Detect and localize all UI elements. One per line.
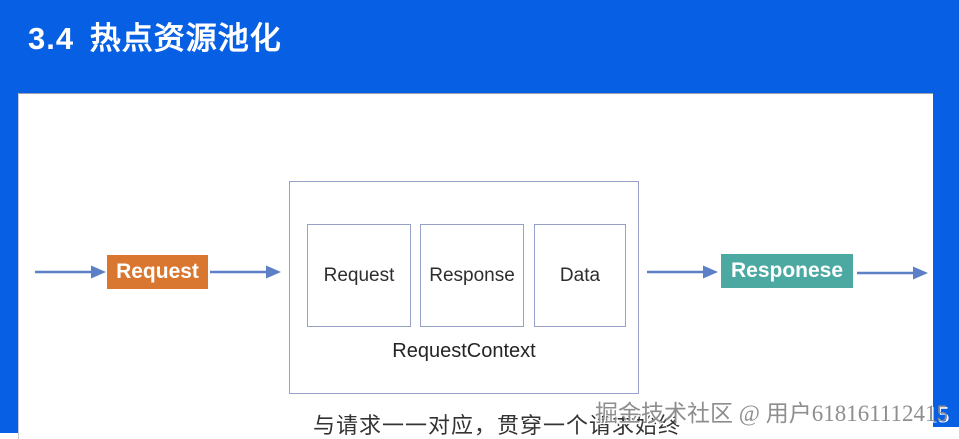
slide-content: Request Request Response Data RequestCon… — [18, 93, 933, 439]
header-bar — [0, 0, 959, 93]
flow-arrow-icon — [647, 264, 719, 280]
flow-arrow-icon — [35, 264, 107, 280]
watermark: 掘金技术社区 @ 用户618161112415 — [595, 401, 948, 426]
response-node-label: Responese — [730, 259, 844, 282]
request-node: Request — [107, 255, 208, 289]
request-node-label: Request — [116, 260, 199, 283]
left-frame-strip — [0, 93, 18, 433]
response-node: Responese — [721, 254, 853, 288]
context-box-request-label: Request — [323, 264, 395, 286]
context-box-data-label: Data — [559, 264, 601, 286]
page-title: 3.4 热点资源池化 — [28, 21, 282, 56]
context-box-response-label: Response — [429, 264, 515, 286]
context-box-request: Request — [307, 224, 411, 327]
flow-arrow-icon — [210, 264, 282, 280]
request-context-container: Request Response Data RequestContext — [289, 181, 639, 394]
right-frame-strip — [933, 93, 959, 427]
diagram-caption: 与请求一一对应，贯穿一个请求始终 — [313, 413, 682, 438]
request-context-label: RequestContext — [392, 340, 536, 362]
flow-arrow-icon — [857, 265, 929, 281]
context-box-data: Data — [534, 224, 626, 327]
context-box-response: Response — [420, 224, 524, 327]
